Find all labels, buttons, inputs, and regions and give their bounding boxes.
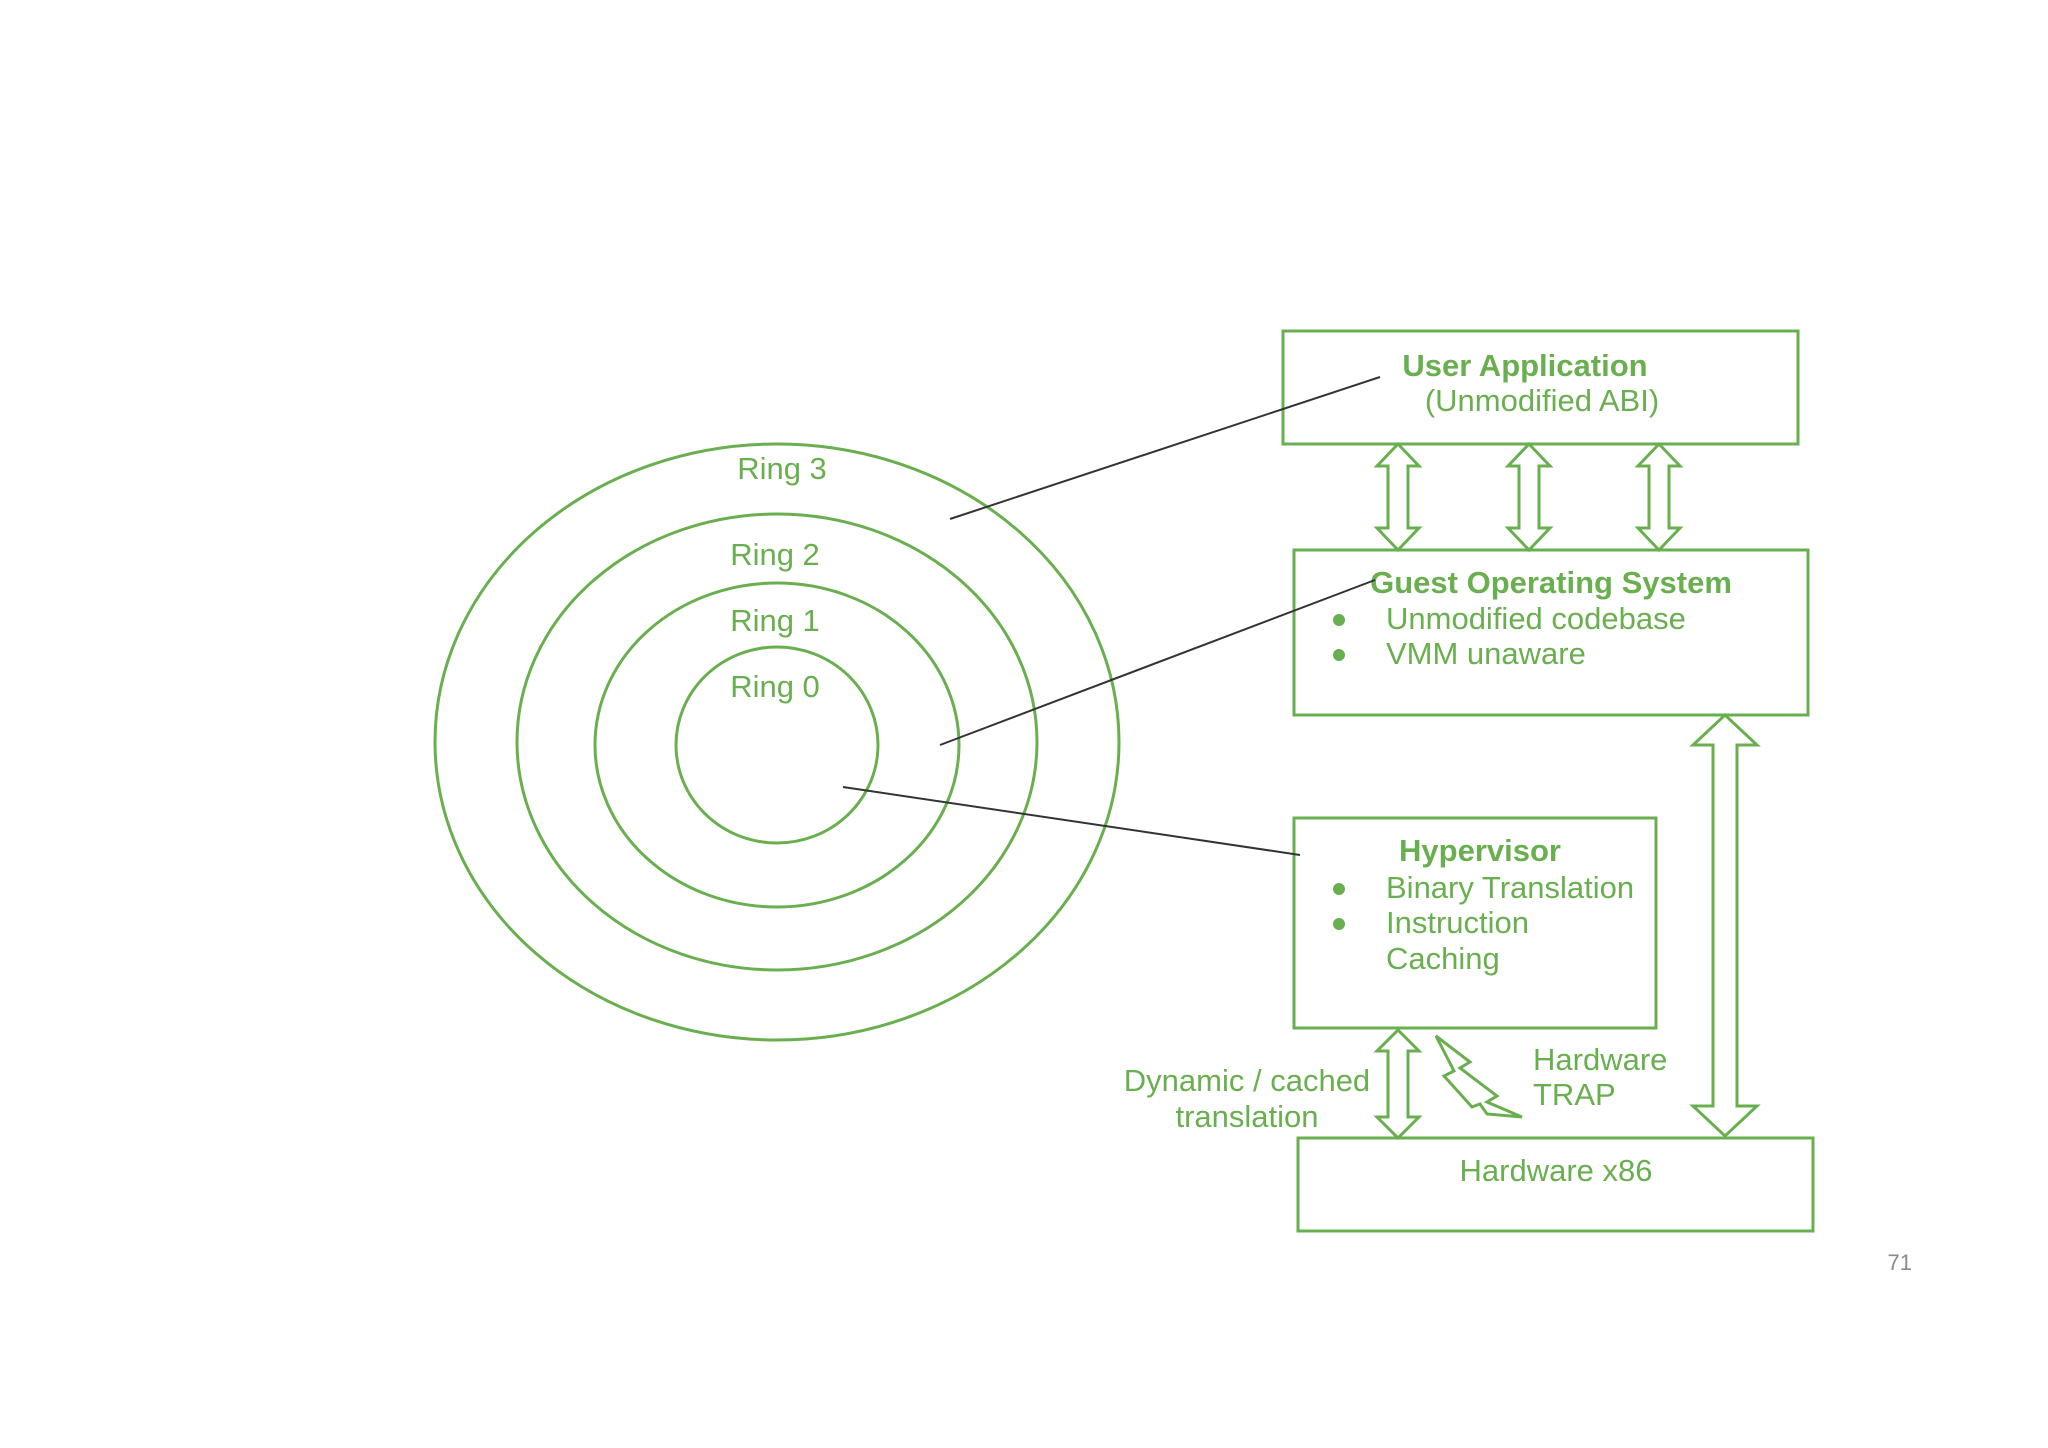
dynamic-translation-label-line1: Dynamic / cached xyxy=(1124,1063,1370,1098)
hypervisor-title: Hypervisor xyxy=(1399,833,1561,868)
hypervisor-bullet-dot-1 xyxy=(1333,883,1345,895)
lightning-bolt-icon xyxy=(1434,1034,1523,1119)
ring-2-label: Ring 2 xyxy=(730,537,820,572)
user-application-title: User Application xyxy=(1402,348,1647,383)
page-number: 71 xyxy=(1888,1250,1912,1275)
hypervisor-bullet-1: Binary Translation xyxy=(1386,870,1634,905)
ring-connectors xyxy=(842,376,1381,856)
guest-os-bullet-2: VMM unaware xyxy=(1386,636,1586,671)
user-application-subtitle: (Unmodified ABI) xyxy=(1425,383,1659,418)
arrow-hypervisor-hardware xyxy=(1373,1027,1423,1141)
connector-ring1-guest-os xyxy=(939,579,1376,746)
arrow-app-os-2 xyxy=(1504,441,1554,553)
user-application-box: User Application (Unmodified ABI) xyxy=(1281,329,1800,446)
double-arrows xyxy=(1373,441,1761,1141)
ring-0-label: Ring 0 xyxy=(730,669,820,704)
ring-3-circle xyxy=(433,442,1121,1042)
ring-0-circle xyxy=(674,645,880,845)
arrow-app-os-3 xyxy=(1634,441,1684,553)
hypervisor-bullet-2-continued: Caching xyxy=(1386,941,1500,976)
guest-os-title: Guest Operating System xyxy=(1370,565,1732,600)
hypervisor-box: Hypervisor Binary Translation Instructio… xyxy=(1292,816,1658,1030)
hardware-trap-label-line1: Hardware xyxy=(1533,1042,1667,1077)
guest-os-box: Guest Operating System Unmodified codeba… xyxy=(1292,548,1810,717)
dynamic-translation-label-line2: translation xyxy=(1175,1099,1318,1134)
ring-1-circle xyxy=(593,581,961,909)
privilege-rings: Ring 3 Ring 2 Ring 1 Ring 0 xyxy=(433,442,1121,1042)
arrow-os-hardware xyxy=(1689,712,1761,1139)
hypervisor-bullet-2: Instruction xyxy=(1386,905,1529,940)
ring-2-circle xyxy=(515,512,1039,972)
guest-os-bullet-dot-2 xyxy=(1333,649,1345,661)
arrow-app-os-1 xyxy=(1373,441,1423,553)
guest-os-bullet-1: Unmodified codebase xyxy=(1386,601,1686,636)
hardware-trap-label-line2: TRAP xyxy=(1533,1077,1616,1112)
connector-ring0-hypervisor xyxy=(842,786,1301,856)
ring-1-label: Ring 1 xyxy=(730,603,820,638)
hardware-box: Hardware x86 xyxy=(1296,1136,1815,1233)
hypervisor-bullet-dot-2 xyxy=(1333,918,1345,930)
connector-ring3-user-app xyxy=(949,376,1381,520)
hardware-title: Hardware x86 xyxy=(1460,1153,1653,1188)
guest-os-bullet-dot-1 xyxy=(1333,614,1345,626)
ring-3-label: Ring 3 xyxy=(737,451,827,486)
